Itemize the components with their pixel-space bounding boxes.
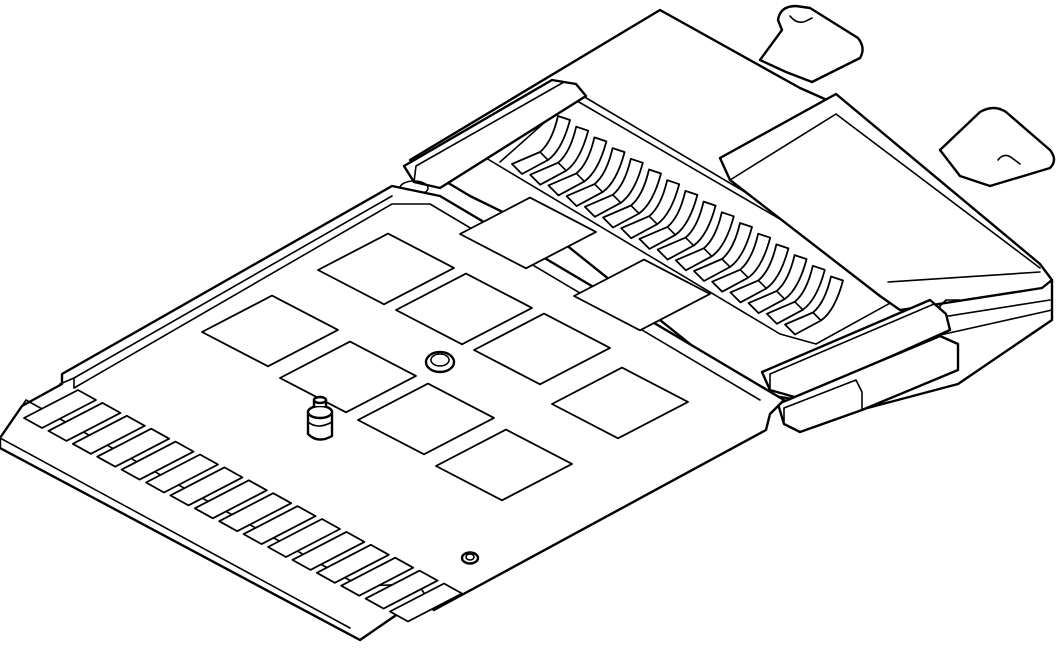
edge-contact-pad — [291, 531, 366, 571]
edge-contact-pad — [71, 414, 146, 455]
spring-contact — [656, 200, 717, 261]
mounting-boss — [306, 395, 334, 441]
chip — [435, 428, 573, 502]
chip — [317, 232, 455, 306]
spring-contact — [565, 147, 626, 207]
spring-contact — [693, 222, 753, 282]
spring-contact-fold — [794, 301, 804, 311]
small-hole — [460, 551, 480, 565]
spring-contacts — [511, 115, 844, 336]
center-hole — [424, 350, 456, 374]
spring-contact-fold — [775, 290, 786, 300]
chip — [551, 366, 689, 440]
edge-contact-pad — [193, 479, 268, 520]
spring-contact-fold — [575, 172, 586, 183]
spring-contact-fold — [703, 247, 713, 258]
edge-contact-pad — [218, 492, 293, 533]
chip — [573, 258, 711, 332]
edge-contact-pad — [267, 518, 341, 558]
spring-contact-fold — [593, 183, 604, 193]
spring-contact — [784, 275, 844, 336]
spring-contact — [638, 190, 699, 250]
edge-contact-pad — [389, 582, 463, 623]
edge-contact-pad — [23, 389, 97, 429]
chip — [357, 382, 495, 456]
spring-contact-fold — [630, 204, 640, 215]
spring-contact — [729, 243, 790, 304]
right-guide-rail — [760, 298, 960, 434]
spring-contact-fold — [757, 279, 768, 290]
spring-contact — [765, 264, 826, 325]
lower-latch-tab — [938, 106, 1056, 188]
chip — [395, 272, 533, 346]
spring-contact — [674, 211, 735, 272]
spring-contact — [583, 157, 644, 218]
spring-contact-fold — [557, 161, 567, 172]
spring-contact-fold — [539, 151, 549, 161]
edge-contact-pad — [145, 453, 219, 494]
edge-contact-pad — [315, 543, 390, 584]
chip — [459, 196, 597, 270]
spring-contact — [747, 254, 808, 314]
edge-contact-pad — [242, 505, 317, 545]
spring-contact-fold — [684, 236, 695, 247]
spring-contact — [711, 232, 772, 293]
chip — [201, 294, 339, 368]
spring-contact-fold — [739, 268, 749, 279]
spring-contact-fold — [812, 311, 822, 322]
edge-contact-pad — [364, 569, 439, 610]
spring-contact-fold — [612, 194, 622, 204]
spring-contact — [529, 125, 590, 186]
edge-contact-pad — [47, 402, 122, 442]
left-guide-rail — [399, 78, 588, 196]
edge-connector-contacts — [23, 389, 463, 623]
spring-contact — [511, 115, 571, 175]
edge-contact-pad — [120, 440, 195, 481]
spring-contact-fold — [721, 258, 731, 268]
chip — [473, 312, 611, 386]
board-chips — [201, 196, 711, 502]
spring-contact-fold — [648, 215, 658, 225]
spring-contact-fold — [666, 226, 677, 236]
edge-contact-pad — [169, 466, 244, 507]
edge-contact-pad — [340, 556, 415, 597]
edge-contact-pad — [96, 427, 171, 468]
spring-contact — [620, 179, 681, 240]
upper-latch-tab — [758, 4, 864, 84]
spring-contact — [602, 168, 662, 229]
spring-contact — [547, 136, 608, 197]
